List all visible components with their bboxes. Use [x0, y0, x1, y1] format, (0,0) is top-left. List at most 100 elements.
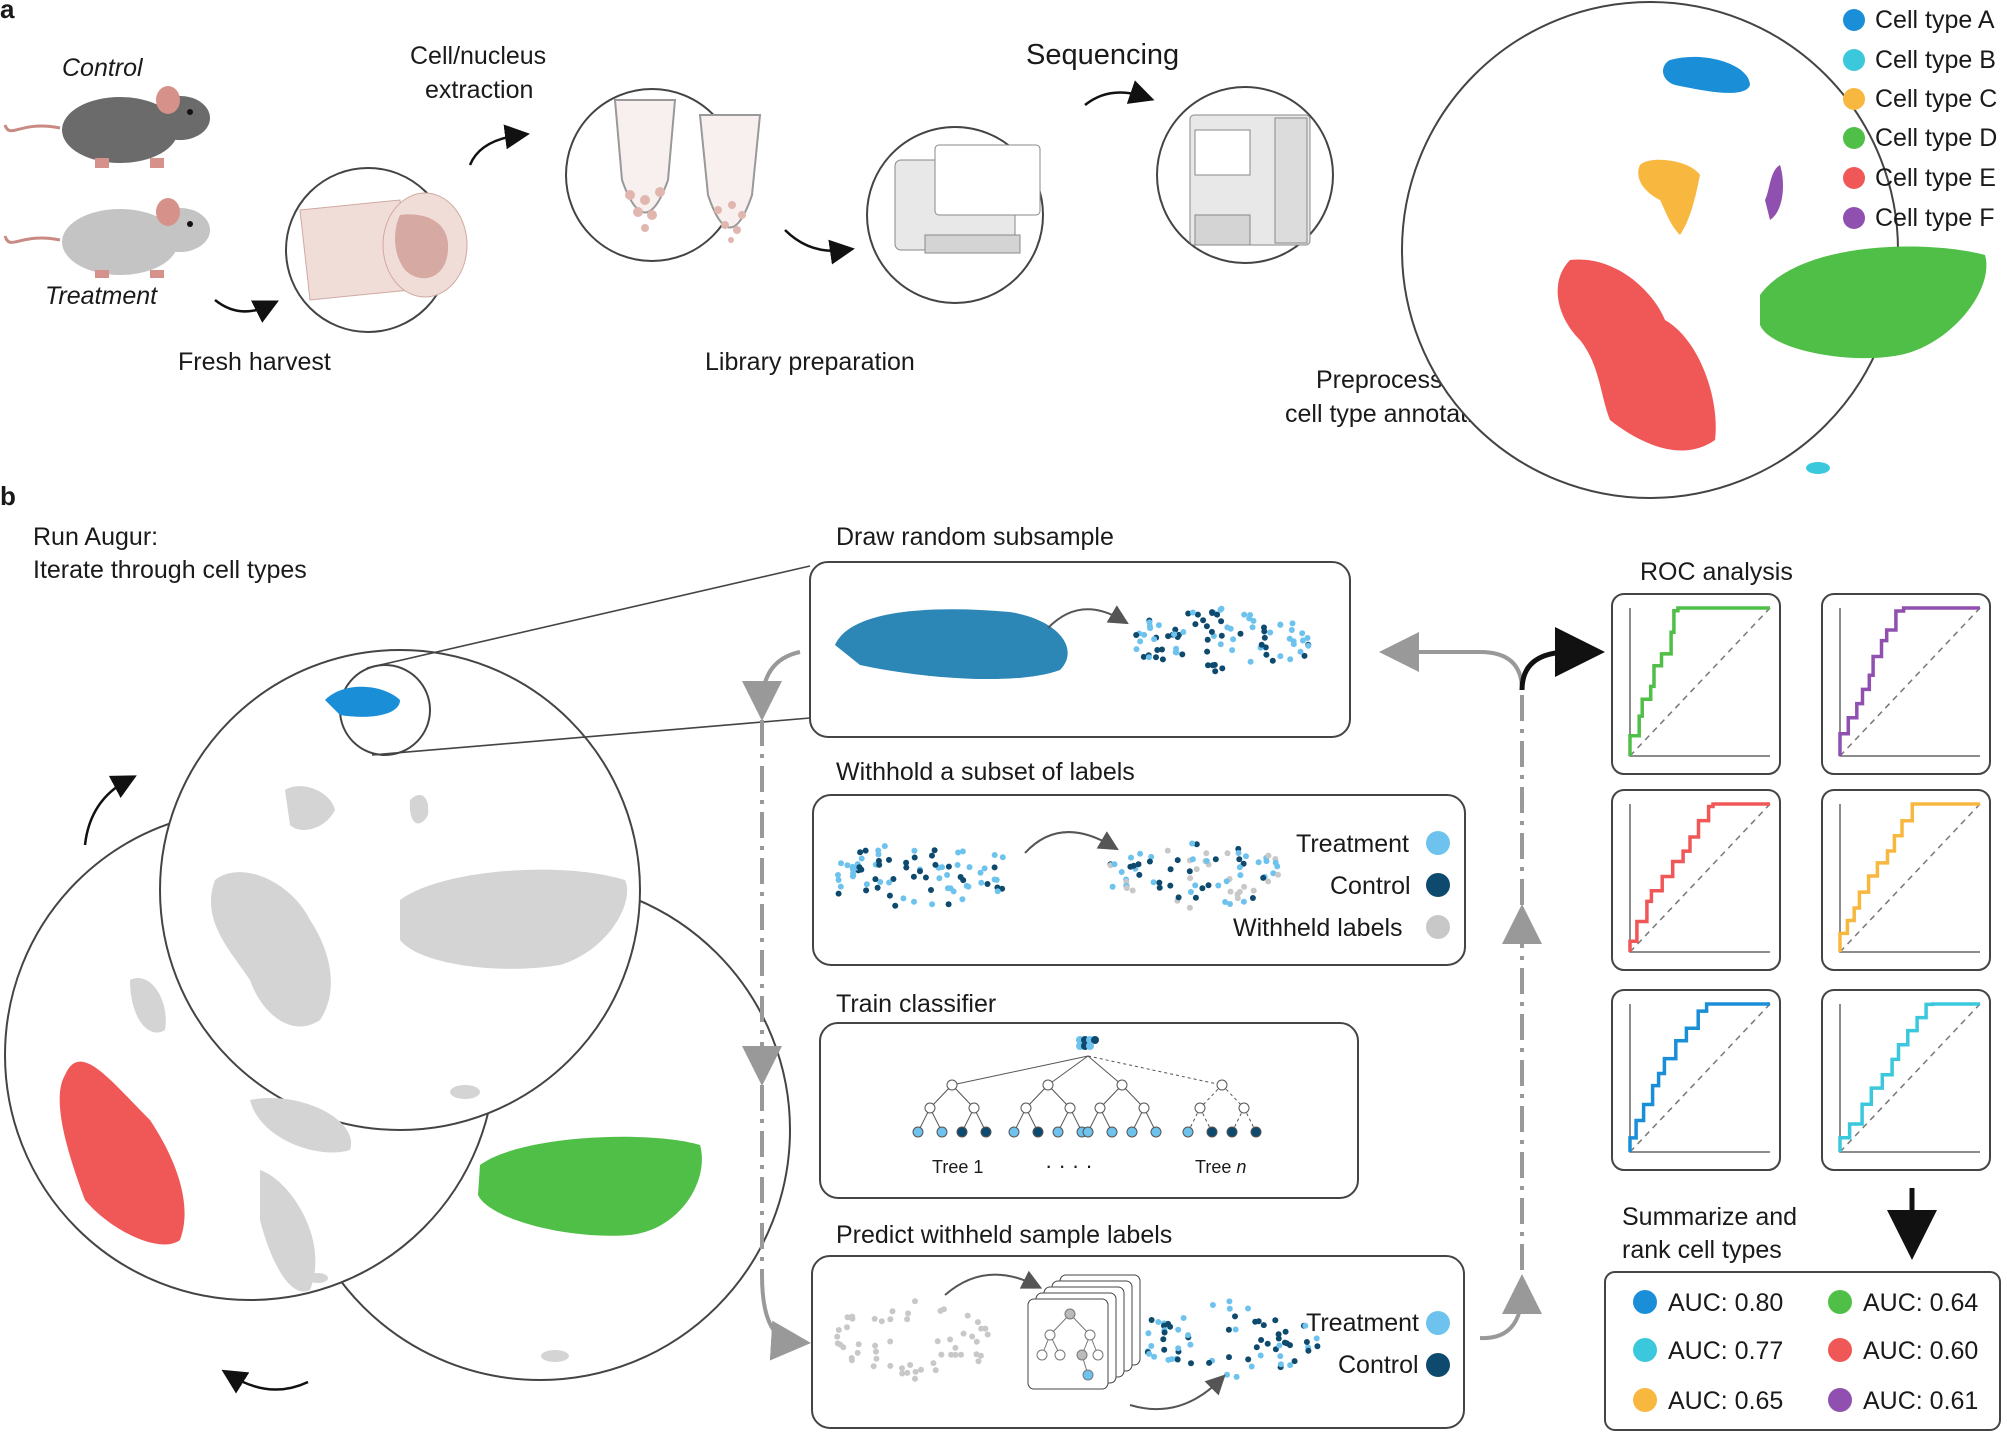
- scatter-dot: [887, 1316, 894, 1323]
- scatter-dot: [863, 887, 870, 894]
- legend-swatch-b: [1843, 49, 1865, 71]
- scatter-dot: [1301, 652, 1308, 659]
- roc-diagonal: [1629, 1003, 1771, 1153]
- auc-swatch-c: [1633, 1388, 1657, 1412]
- random-forest-trees: [912, 1036, 1262, 1138]
- scatter-dot: [1277, 1361, 1284, 1368]
- scatter-dot: [849, 1315, 856, 1322]
- scatter-dot: [1236, 864, 1243, 871]
- scatter-dot: [1314, 1343, 1321, 1350]
- scatter-dot: [932, 1367, 939, 1374]
- scatter-dot: [1217, 641, 1224, 648]
- scatter-dot: [1141, 631, 1148, 638]
- library-preparation-label: Library preparation: [705, 348, 915, 376]
- predict-colored-dots: [1144, 1298, 1321, 1380]
- scatter-dot: [1155, 1319, 1162, 1325]
- scatter-dot: [978, 879, 985, 886]
- step-withhold-label: Withhold a subset of labels: [836, 758, 1135, 786]
- legend-label-e: Cell type E: [1875, 164, 1996, 192]
- scatter-dot: [1224, 624, 1231, 631]
- scatter-dot: [863, 881, 870, 888]
- scatter-dot: [1217, 606, 1224, 613]
- scatter-dot: [1167, 882, 1174, 889]
- scatter-dot: [844, 1324, 850, 1331]
- scatter-dot: [917, 868, 923, 875]
- roc-plot-frame: [1821, 989, 1991, 1171]
- tree-node: [1194, 1102, 1206, 1114]
- scatter-dot: [1111, 861, 1118, 868]
- cell-type-legend: Cell type A Cell type B Cell type C Cell…: [1843, 6, 1997, 232]
- scatter-dot: [952, 1344, 959, 1351]
- tree-node: [924, 1102, 936, 1114]
- scatter-dot: [862, 847, 869, 854]
- scatter-dot: [1276, 1342, 1283, 1349]
- auc-swatch-a: [1633, 1290, 1657, 1314]
- scatter-dot: [1187, 889, 1194, 895]
- tree-node: [1032, 1126, 1044, 1138]
- scatter-dot: [1175, 1326, 1182, 1333]
- scatter-dot: [1275, 1335, 1282, 1342]
- iterate-umap-gray: [130, 786, 628, 1362]
- scatter-dot: [1218, 618, 1225, 625]
- scatter-dot: [944, 885, 951, 892]
- scatter-dot: [1299, 637, 1306, 644]
- scatter-dot: [1154, 647, 1161, 653]
- scatter-dot: [857, 849, 864, 856]
- legend-withheld-swatch: [1426, 915, 1450, 939]
- tree-node: [1064, 1102, 1076, 1114]
- scatter-dot: [1123, 885, 1130, 891]
- scatter-dot: [912, 1368, 919, 1375]
- tree-edge: [1047, 1055, 1089, 1086]
- scatter-dot: [932, 861, 939, 868]
- step-train-box: [819, 1022, 1359, 1199]
- legend-label-f: Cell type F: [1875, 204, 1994, 232]
- scatter-dot: [1241, 883, 1248, 890]
- scatter-dot: [1133, 632, 1140, 638]
- scatter-dot: [1168, 1356, 1175, 1363]
- scatter-dot: [1175, 894, 1182, 901]
- auc-summary-box: [1604, 1271, 2001, 1431]
- iterate-red-cluster: [59, 1061, 185, 1245]
- tree-node: [1250, 1126, 1262, 1138]
- arrow-to-sequencing: [1084, 80, 1155, 106]
- scatter-dot: [1189, 856, 1196, 863]
- tree-node: [1206, 1126, 1218, 1138]
- auc-swatch-b: [1633, 1338, 1657, 1362]
- scatter-dot: [1304, 635, 1311, 641]
- predict-legend-treatment-label: Treatment: [1306, 1309, 1419, 1337]
- scatter-dot: [981, 865, 988, 872]
- scatter-dot: [1224, 850, 1231, 857]
- tree-node: [1226, 1126, 1238, 1138]
- scatter-dot: [1305, 642, 1312, 649]
- scatter-dot: [1209, 609, 1215, 616]
- scatter-dot: [1148, 1343, 1155, 1349]
- scatter-dot: [1161, 1346, 1168, 1353]
- auc-swatch-e: [1828, 1338, 1852, 1362]
- scatter-dot: [854, 1349, 861, 1356]
- legend-withheld-label: Withheld labels: [1233, 914, 1403, 942]
- scatter-dot: [1240, 860, 1247, 867]
- scatter-dot: [1265, 852, 1272, 859]
- scatter-dot: [975, 1358, 982, 1365]
- scatter-dot: [1133, 646, 1140, 653]
- scatter-dot: [1258, 1337, 1265, 1343]
- scatter-dot: [982, 1325, 989, 1332]
- scatter-dot: [1269, 657, 1276, 664]
- zoom-blue-cluster: [325, 686, 400, 717]
- scatter-dot: [1277, 621, 1284, 628]
- scatter-dot: [1194, 611, 1201, 618]
- predict-arrow-in: [944, 1270, 1043, 1296]
- scatter-dot: [1137, 850, 1144, 857]
- scatter-dot: [954, 862, 961, 868]
- scatter-dot: [991, 864, 998, 871]
- scatter-dot: [1193, 866, 1200, 873]
- scatter-dot: [1249, 895, 1256, 901]
- scatter-dot: [1226, 1354, 1232, 1361]
- scatter-dot: [1192, 882, 1199, 889]
- control-mouse-icon: [3, 86, 210, 168]
- tree-node: [936, 1126, 948, 1138]
- scatter-dot: [1305, 1347, 1312, 1354]
- scatter-dot: [959, 848, 966, 855]
- scatter-dot: [877, 879, 884, 885]
- roc-plot-frame: [1611, 593, 1781, 775]
